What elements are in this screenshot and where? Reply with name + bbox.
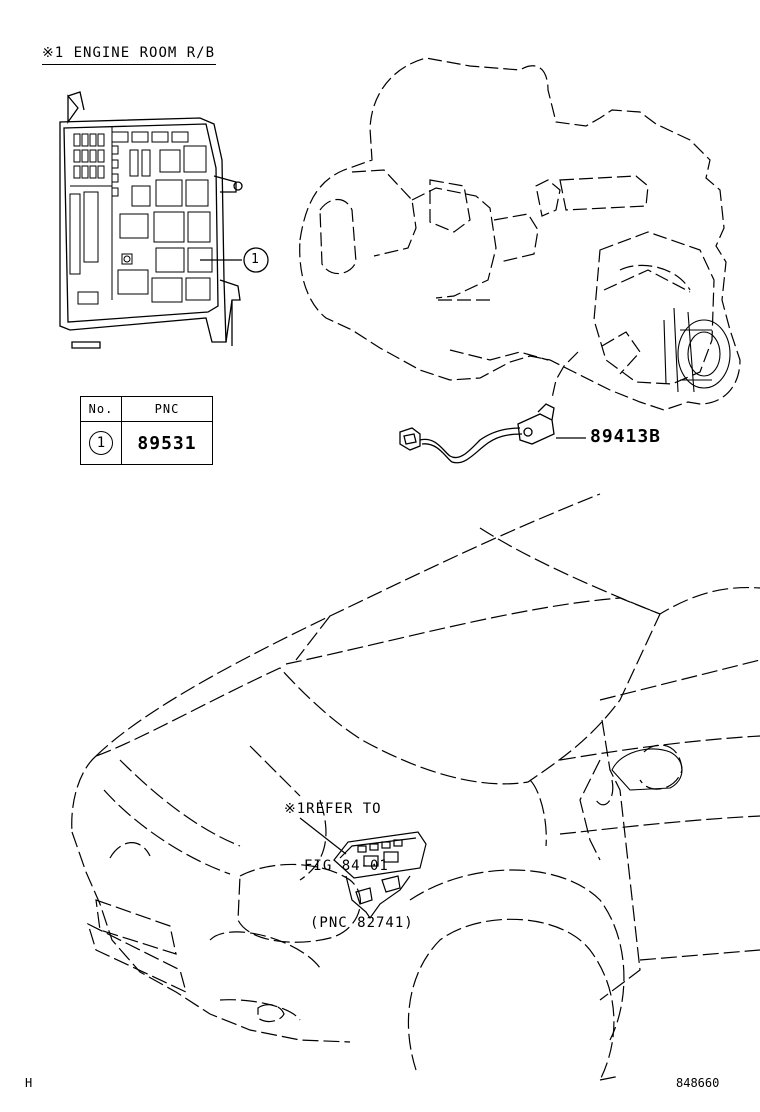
reference-note-line3: (PNC 82741) — [310, 915, 414, 931]
pnc-table: No. PNC 1 89531 — [80, 396, 213, 465]
table-cell-pnc: 89531 — [121, 421, 213, 465]
vehicle-body-outline — [71, 493, 760, 1081]
table-header-pnc: PNC — [121, 396, 213, 422]
sensor-part-label: 89413B — [590, 426, 662, 447]
callout-circle: 1 — [89, 431, 113, 455]
transaxle-outline — [299, 57, 741, 411]
table-cell-no: 1 — [80, 421, 122, 465]
in-vehicle-relay-block — [299, 817, 427, 920]
reference-note: ※1REFER TO FIG 84-01 (PNC 82741) — [284, 762, 414, 952]
engine-room-relay-block — [59, 91, 269, 349]
title-underline — [42, 64, 216, 65]
table-row: 1 89531 — [80, 421, 213, 465]
reference-note-line1: ※1REFER TO — [284, 801, 382, 817]
table-header-no: No. — [80, 396, 122, 422]
figure-number: 848660 — [676, 1076, 720, 1090]
transaxle-output-flange — [663, 307, 731, 393]
callout-number: 1 — [251, 252, 259, 267]
reference-note-line2: FIG 84-01 — [304, 858, 389, 874]
door-mirror — [611, 748, 683, 791]
speed-sensor — [399, 403, 586, 464]
footer-code: H — [25, 1076, 34, 1090]
diagram-title: ※1 ENGINE ROOM R/B — [42, 45, 216, 61]
